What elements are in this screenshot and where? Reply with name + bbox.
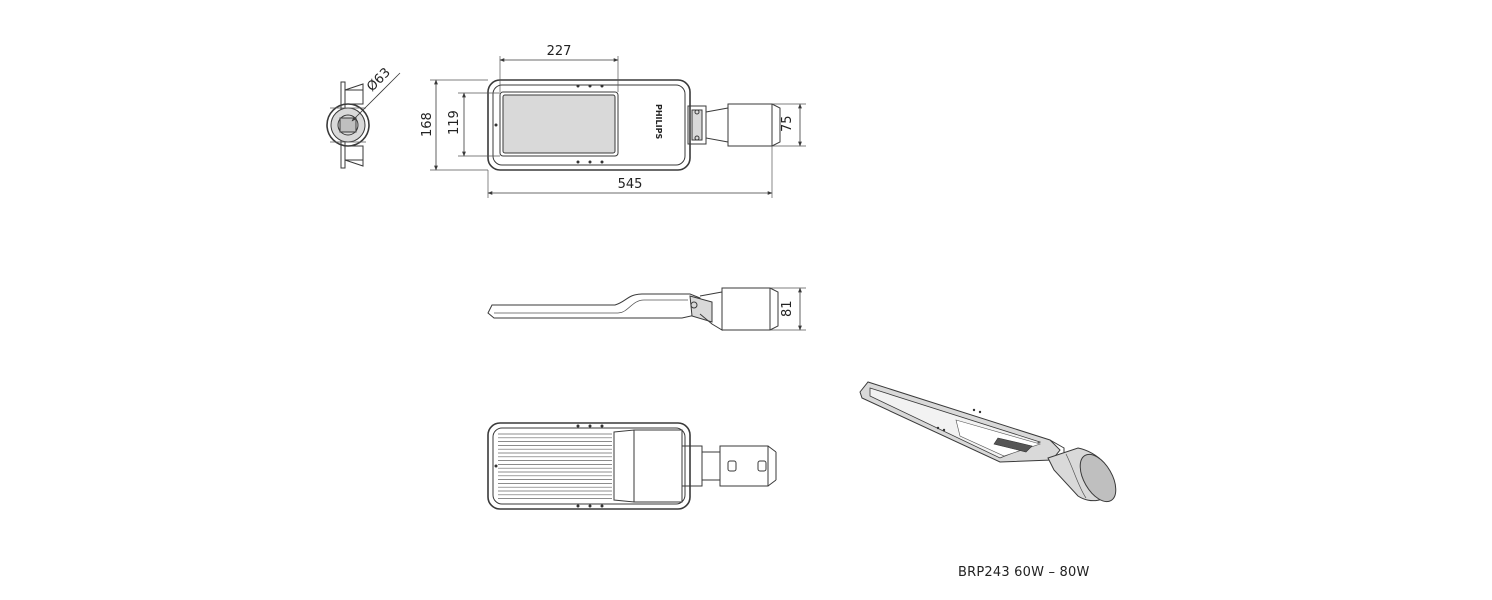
side-view: 81 [487, 287, 806, 331]
model-caption: BRP243 60W – 80W [958, 565, 1090, 580]
brand-logo: PHILIPS [654, 104, 663, 139]
isometric-view [859, 381, 1117, 503]
dim-227-label: 227 [547, 44, 572, 59]
diameter-label: Ø63 [364, 65, 394, 95]
bolt-dots-top [494, 84, 604, 164]
dim-81-label: 81 [780, 300, 795, 317]
dim-119-label: 119 [447, 110, 462, 135]
bolt-dots-bottom [494, 424, 604, 508]
heat-sink-fins [498, 433, 612, 499]
dim-75-label: 75 [780, 115, 795, 132]
top-view: PHILIPS 227 168 119 545 75 [420, 44, 806, 198]
dim-545-label: 545 [618, 177, 643, 192]
bottom-view [487, 422, 777, 510]
dim-168-label: 168 [420, 112, 435, 137]
end-view: Ø63 [326, 65, 401, 169]
